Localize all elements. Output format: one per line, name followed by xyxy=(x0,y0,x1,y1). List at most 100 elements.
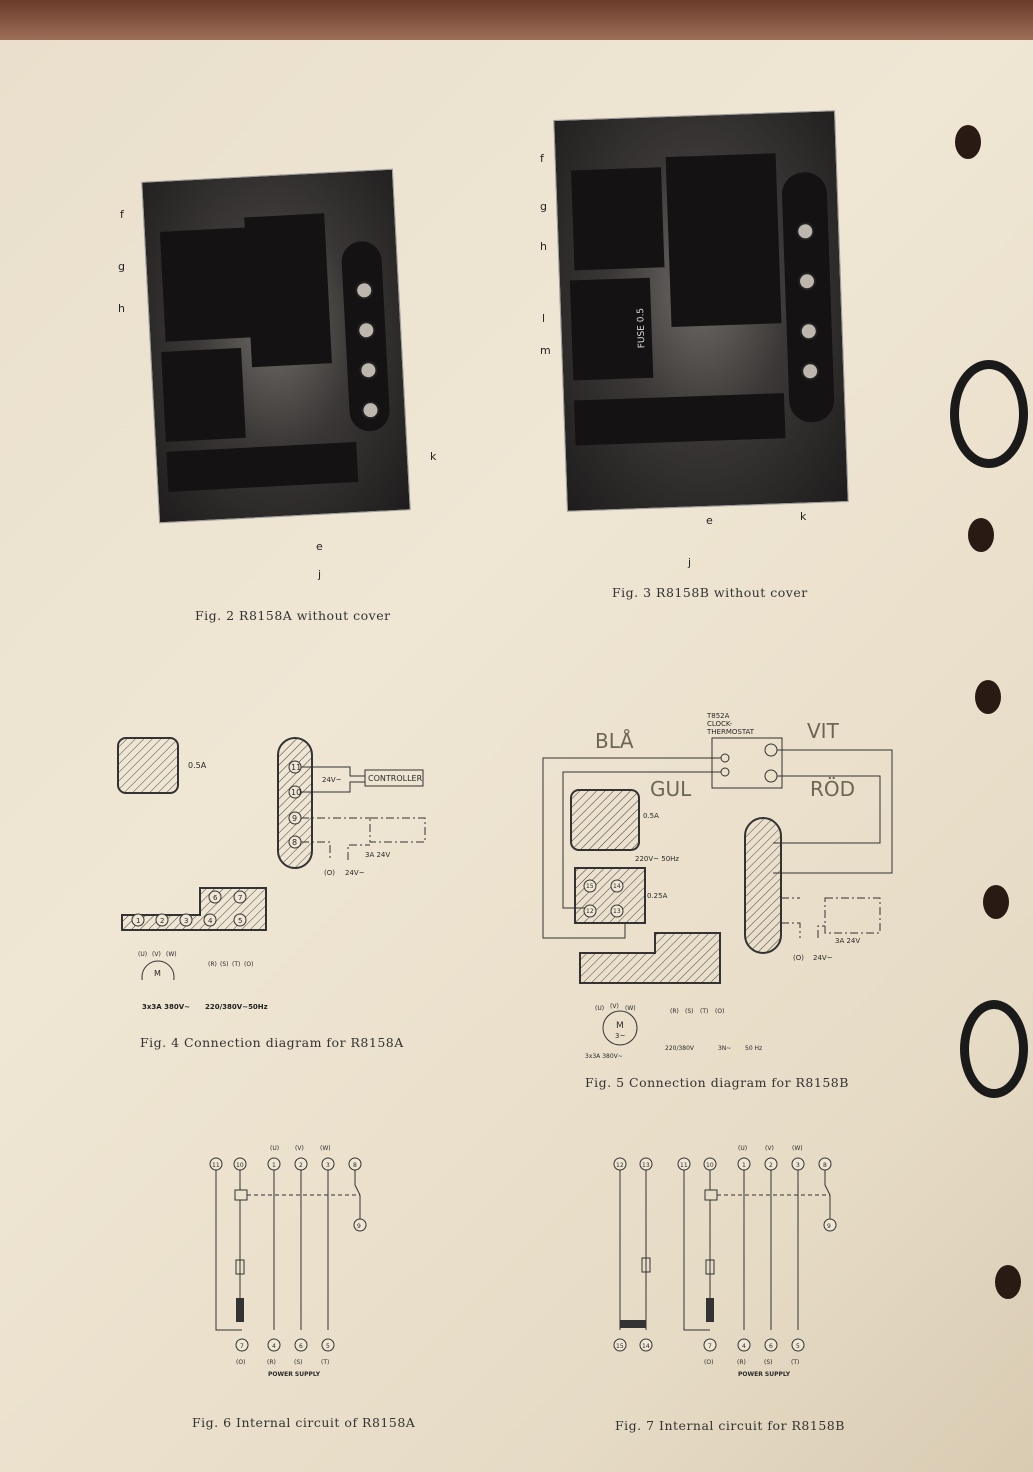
fig3-fuse-text: FUSE 0.5 xyxy=(636,307,648,349)
fig2-label-e: e xyxy=(316,540,323,553)
fig4-term-1: 1 xyxy=(136,917,140,925)
fig5-zero: (O) xyxy=(793,954,804,962)
fig5-motor-sub: 3~ xyxy=(615,1032,625,1040)
fig4-term-10: 10 xyxy=(291,788,301,797)
fig3-label-j: j xyxy=(688,556,692,569)
fig5-24v-out: 24V~ xyxy=(813,954,833,962)
fig5-term-12: 12 xyxy=(586,908,594,915)
fig6-phase-s: (S) xyxy=(294,1359,303,1366)
fig5-fuse1: 0.5A xyxy=(643,812,659,820)
fig5-term-14: 14 xyxy=(613,883,621,890)
fig6-caption: Fig. 6 Internal circuit of R8158A xyxy=(192,1415,416,1430)
fig5-mains: 220V~ 50Hz xyxy=(635,855,679,863)
punch-hole xyxy=(983,885,1009,919)
fig4-phase-t: (T) xyxy=(232,961,240,968)
fig7-phase-w: (W) xyxy=(792,1145,803,1152)
fig4-phase-v: (V) xyxy=(152,951,161,958)
fig7-phase-v: (V) xyxy=(765,1145,774,1152)
fig4-relay: 3A 24V xyxy=(365,851,390,859)
fig4-motor: M xyxy=(154,969,161,978)
fig4-24v-out: 24V~ xyxy=(345,869,365,877)
fig5-phase-w: (W) xyxy=(625,1005,636,1012)
fig6-phase-t: (T) xyxy=(321,1359,329,1366)
fig7-term-10: 10 xyxy=(706,1162,714,1169)
fig7-term-12: 12 xyxy=(616,1162,624,1169)
fig5-thermostat-line2: CLOCK- xyxy=(707,720,733,728)
fig7-term-13: 13 xyxy=(642,1162,650,1169)
fig6-term-11: 11 xyxy=(212,1162,220,1169)
fig4-term-8: 8 xyxy=(292,838,297,847)
fig5-phase-u: (U) xyxy=(595,1005,604,1012)
fig7-term-4: 4 xyxy=(742,1343,746,1350)
fig3-label-l: l xyxy=(542,312,546,325)
punch-hole xyxy=(975,680,1001,714)
fig5-connection-diagram: T852A CLOCK- THERMOSTAT BLÅ VIT GUL RÖD … xyxy=(542,712,893,1060)
fig7-phase-t: (T) xyxy=(791,1359,799,1366)
fig5-relay: 3A 24V xyxy=(835,937,860,945)
fig5-fuse2: 0.25A xyxy=(647,892,668,900)
fig4-term-3: 3 xyxy=(184,917,188,925)
fig6-phase-w: (W) xyxy=(320,1145,331,1152)
fig5-handwritten-gul: GUL xyxy=(650,777,692,801)
binder-ring xyxy=(950,360,1028,468)
fig5-handwritten-vit: VIT xyxy=(807,719,840,743)
fig4-supply-rating: 220/380V~50Hz xyxy=(205,1003,268,1011)
fig7-term-15: 15 xyxy=(616,1343,624,1350)
fig4-term-2: 2 xyxy=(160,917,164,925)
fig4-controller: CONTROLLER xyxy=(368,774,423,783)
fig3-label-f: f xyxy=(540,152,544,165)
fig3-label-e: e xyxy=(706,514,713,527)
fig5-phase-t: (T) xyxy=(700,1008,708,1015)
fig5-phase-o: (O) xyxy=(715,1008,724,1015)
fig5-handwritten-bla: BLÅ xyxy=(595,729,634,753)
fig6-phase-o: (O) xyxy=(236,1359,245,1366)
fig6-power-supply: POWER SUPPLY xyxy=(268,1371,321,1378)
fig5-term-15: 15 xyxy=(586,883,594,890)
fig7-term-7: 7 xyxy=(708,1343,712,1350)
fig6-term-8: 8 xyxy=(353,1162,357,1169)
fig5-motor: M xyxy=(616,1021,624,1031)
fig5-handwritten-rod: RÖD xyxy=(810,777,855,801)
fig4-fuse-label: 0.5A xyxy=(188,761,207,770)
fig6-phase-r: (R) xyxy=(267,1359,276,1366)
fig4-phase-s: (S) xyxy=(220,961,229,968)
fig6-term-10: 10 xyxy=(236,1162,244,1169)
fig7-term-3: 3 xyxy=(796,1162,800,1169)
fig5-phase-v: (V) xyxy=(610,1003,619,1010)
fig5-term-13: 13 xyxy=(613,908,621,915)
fig4-caption: Fig. 4 Connection diagram for R8158A xyxy=(140,1035,404,1050)
fig7-phase-u: (U) xyxy=(738,1145,747,1152)
fig4-connection-diagram: 0.5A 11 10 9 8 CONTROLLER 24V~ 3A 24V (O… xyxy=(117,737,426,980)
fig6-term-6: 6 xyxy=(299,1343,303,1350)
fig6-term-2: 2 xyxy=(299,1162,303,1169)
fig7-term-1: 1 xyxy=(742,1162,746,1169)
fig2-photo xyxy=(141,168,411,524)
fig6-term-4: 4 xyxy=(272,1343,276,1350)
punch-hole xyxy=(968,518,994,552)
fig6-term-7: 7 xyxy=(240,1343,244,1350)
fig5-supply-type: 3N~ xyxy=(718,1045,731,1052)
fig4-term-7: 7 xyxy=(238,894,242,902)
fig3-label-g: g xyxy=(540,200,547,213)
fig5-supply-rating: 220/380V xyxy=(665,1045,695,1052)
fig7-phase-s: (S) xyxy=(764,1359,773,1366)
fig6-term-9: 9 xyxy=(357,1223,361,1230)
punch-hole xyxy=(995,1265,1021,1299)
fig5-phase-r: (R) xyxy=(670,1008,679,1015)
fig4-term-4: 4 xyxy=(208,917,213,925)
fig7-phase-o: (O) xyxy=(704,1359,713,1366)
fig7-power-supply: POWER SUPPLY xyxy=(738,1371,791,1378)
fig7-term-9: 9 xyxy=(827,1223,831,1230)
fig7-term-8: 8 xyxy=(823,1162,827,1169)
fig4-term-9: 9 xyxy=(292,814,297,823)
fig4-24v-supply: 24V~ xyxy=(322,776,342,784)
fig5-freq: 50 Hz xyxy=(745,1045,762,1052)
fig4-term-5: 5 xyxy=(238,917,242,925)
fig5-thermostat-line3: THERMOSTAT xyxy=(706,728,755,736)
fig6-phase-u: (U) xyxy=(270,1145,279,1152)
fig5-phase-s: (S) xyxy=(685,1008,694,1015)
fig6-term-5: 5 xyxy=(326,1343,330,1350)
fig6-phase-v: (V) xyxy=(295,1145,304,1152)
fig5-thermostat-model: T852A xyxy=(706,712,730,720)
fig4-phase-u: (U) xyxy=(138,951,147,958)
